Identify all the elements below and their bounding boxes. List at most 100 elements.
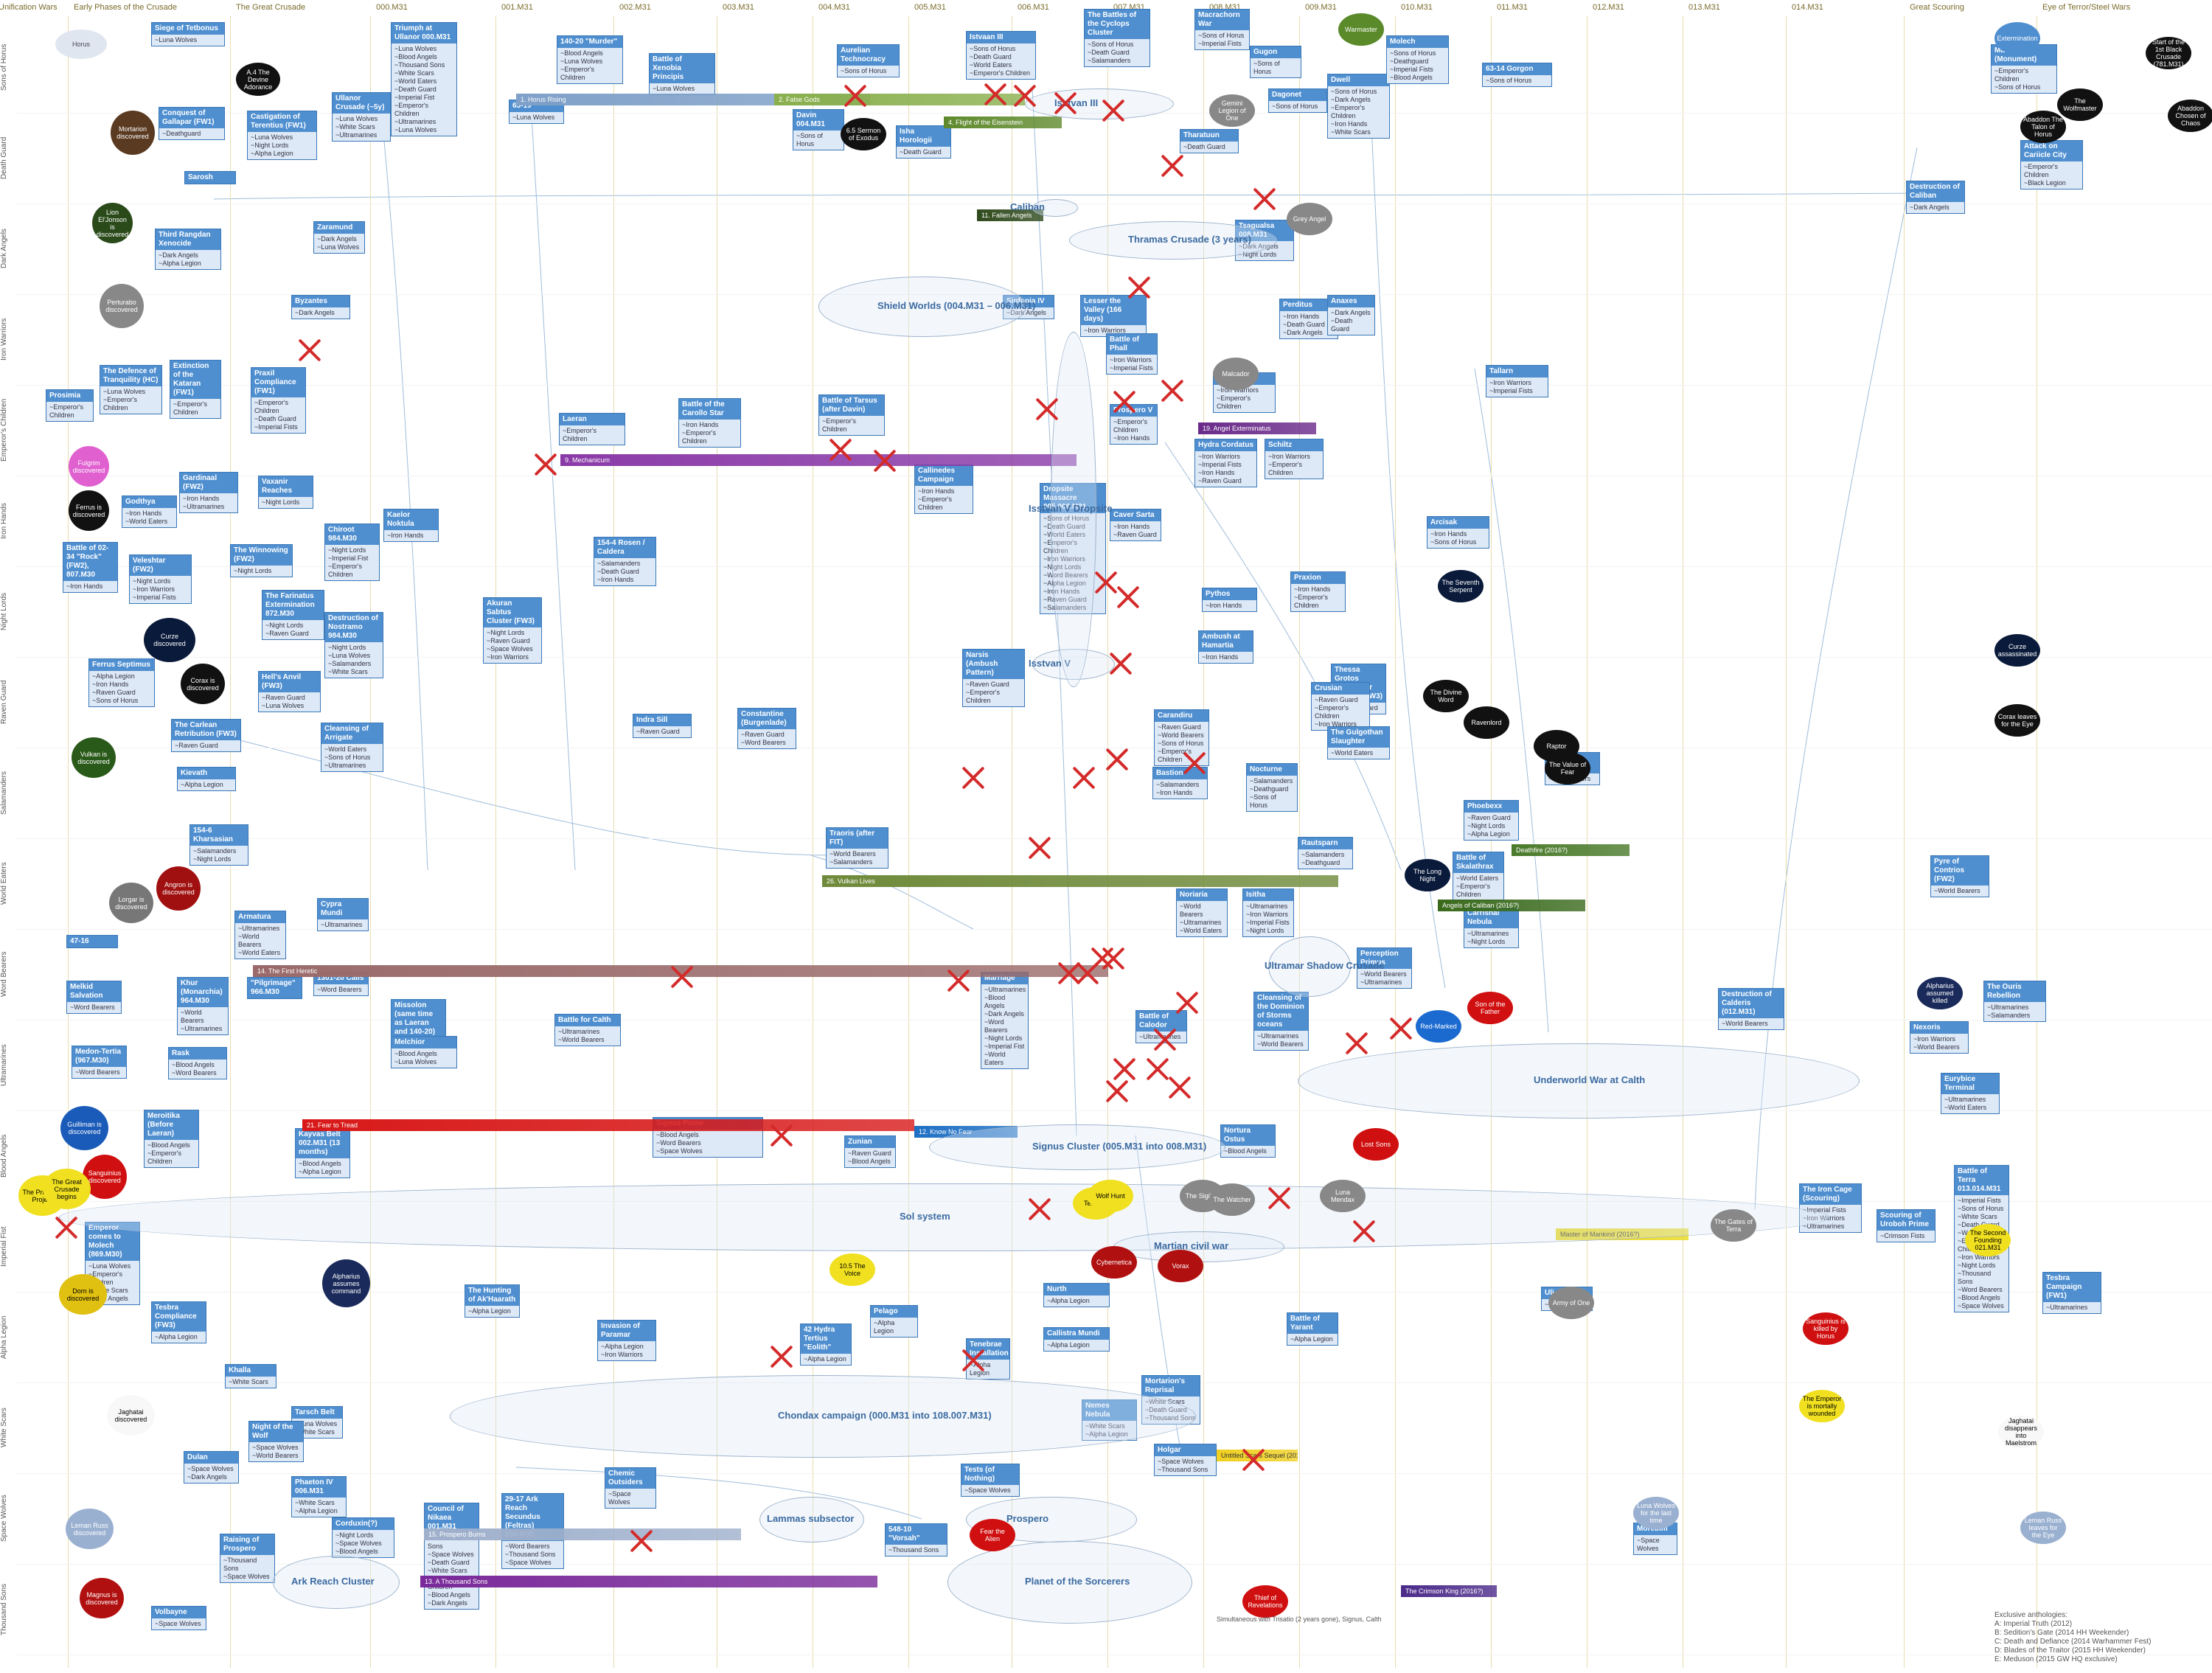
event-box-the-farinatus-extermination-872-m30[interactable]: The Farinatus Extermination 872.M30~Nigh… — [262, 590, 324, 640]
event-box-kaelor-noktula[interactable]: Kaelor Noktula~Iron Hands — [383, 509, 439, 542]
event-box-byzantes[interactable]: Byzantes~Dark Angels — [291, 295, 350, 319]
event-box-armatura[interactable]: Armatura~Ultramarines ~World Bearers ~Wo… — [234, 911, 286, 959]
event-box-caver-sarta[interactable]: Caver Sarta~Iron Hands ~Raven Guard — [1110, 509, 1161, 541]
event-box-nurth[interactable]: Nurth~Alpha Legion — [1043, 1283, 1110, 1307]
event-box-cypra-mundi[interactable]: Cypra Mundi~Ultramarines — [317, 898, 369, 931]
event-box-triumph-at-ullanor-000-m31[interactable]: Triumph at Ullanor 000.M31~Luna Wolves ~… — [391, 22, 457, 136]
event-box-volbayne[interactable]: Volbayne~Space Wolves — [151, 1606, 206, 1630]
event-box-castigation-of-terentius-fw1[interactable]: Castigation of Terentius (FW1)~Luna Wolv… — [247, 111, 317, 160]
event-box-indra-sill[interactable]: Indra Sill~Raven Guard — [633, 714, 692, 738]
event-box-gardinaal-fw2[interactable]: Gardinaal (FW2)~Iron Hands ~Ultramarines — [179, 472, 238, 513]
event-box-tesbra-campaign-fw1[interactable]: Tesbra Campaign (FW1)~Ultramarines — [2042, 1272, 2101, 1314]
event-box-khur-monarchia-964-m30[interactable]: Khur (Monarchia) 964.M30~World Bearers ~… — [177, 977, 229, 1035]
event-box-tesbra-compliance-fw3[interactable]: Tesbra Compliance (FW3)~Alpha Legion — [151, 1301, 206, 1343]
event-box-battle-of-phall[interactable]: Battle of Phall~Iron Warriors ~Imperial … — [1106, 333, 1158, 375]
event-box-perception-primus[interactable]: Perception Primus~World Bearers ~Ultrama… — [1357, 947, 1412, 989]
event-box-council-of-nikaea-001-m31[interactable]: Council of Nikaea 001.M31~Thousand Sons … — [424, 1503, 479, 1610]
event-box-corduxin[interactable]: Corduxin(?)~Night Lords ~Space Wolves ~B… — [332, 1517, 394, 1558]
event-box-isha-horologii[interactable]: Isha Horologii~Death Guard — [896, 125, 951, 159]
event-box-tests-of-nothing[interactable]: Tests (of Nothing)~Space Wolves — [961, 1464, 1020, 1497]
event-box-melchior[interactable]: Melchior~Blood Angels ~Luna Wolves — [391, 1036, 457, 1068]
event-box-battle-of-xenobia-principis[interactable]: Battle of Xenobia Principis~Luna Wolves — [649, 53, 715, 95]
event-box-kievath[interactable]: Kievath~Alpha Legion — [177, 767, 236, 791]
event-box-cleansing-of-arrigate[interactable]: Cleansing of Arrigate~World Eaters ~Sons… — [321, 723, 383, 772]
event-box-anaxes[interactable]: Anaxes~Dark Angels ~Death Guard — [1327, 295, 1375, 335]
event-box-praxion[interactable]: Praxion~Iron Hands ~Emperor's Children — [1290, 571, 1346, 612]
event-box-medon-tertia-967-m30[interactable]: Medon-Tertia (967.M30)~Word Bearers — [72, 1046, 127, 1079]
event-box-tharatuun[interactable]: Tharatuun~Death Guard — [1180, 129, 1239, 153]
event-box-sarosh[interactable]: Sarosh — [184, 171, 236, 184]
event-box-pilgrimage-966-m30[interactable]: "Pilgrimage" 966.M30 — [247, 977, 302, 999]
event-box-prosimia[interactable]: Prosimia~Emperor's Children — [46, 389, 94, 422]
event-box-nexoris[interactable]: Nexoris~Iron Warriors ~World Bearers — [1910, 1021, 1969, 1054]
event-box-meroitika-before-laeran[interactable]: Meroitika (Before Laeran)~Blood Angels ~… — [144, 1110, 199, 1168]
event-box-the-gulgothan-slaughter[interactable]: The Gulgothan Slaughter~World Eaters — [1327, 726, 1390, 759]
event-box-night-of-the-wolf[interactable]: Night of the Wolf~Space Wolves ~World Be… — [248, 1421, 304, 1462]
event-box-chiroot-984-m30[interactable]: Chiroot 984.M30~Night Lords ~Imperial Fi… — [324, 524, 380, 581]
event-box-istvaan-iii[interactable]: Istvaan III~Sons of Horus ~Death Guard ~… — [966, 31, 1036, 80]
event-box-molech[interactable]: Molech~Sons of Horus ~Deathguard ~Imperi… — [1386, 35, 1449, 84]
event-box-marriage[interactable]: Marriage~Ultramarines ~Blood Angels ~Dar… — [981, 972, 1029, 1069]
event-box-battle-of-skalathrax[interactable]: Battle of Skalathrax~World Eaters ~Emper… — [1453, 852, 1504, 901]
event-box-raising-of-prospero[interactable]: Raising of Prospero~Thousand Sons ~Space… — [220, 1534, 275, 1583]
event-box-hell-s-anvil-fw3[interactable]: Hell's Anvil (FW3)~Raven Guard ~Luna Wol… — [258, 671, 321, 712]
event-box-chemic-outsiders[interactable]: Chemic Outsiders~Space Wolves — [605, 1467, 656, 1509]
event-box-noriaria[interactable]: Noriaria~World Bearers ~Ultramarines ~Wo… — [1176, 888, 1228, 937]
event-box-melkid-salvation[interactable]: Melkid Salvation~Word Bearers — [66, 981, 122, 1014]
event-box-constantine-burgenlade[interactable]: Constantine (Burgenlade)~Raven Guard ~Wo… — [737, 708, 796, 749]
event-box-zaramund[interactable]: Zaramund~Dark Angels ~Luna Wolves — [313, 221, 365, 254]
event-box-cleansing-of-the-dominion-of-storms-ocea[interactable]: Cleansing of the Dominion of Storms ocea… — [1253, 992, 1309, 1051]
event-box-arcisak[interactable]: Arcisak~Iron Hands ~Sons of Horus — [1427, 516, 1489, 549]
event-box-battle-for-calth[interactable]: Battle for Calth~Ultramarines ~World Bea… — [554, 1014, 621, 1046]
event-box-zunian[interactable]: Zunian~Raven Guard ~Blood Angels — [844, 1135, 896, 1168]
event-box-63-14-gorgon[interactable]: 63-14 Gorgon~Sons of Horus — [1482, 63, 1552, 87]
event-box-nortura-ostus[interactable]: Nortura Ostus~Blood Angels — [1220, 1124, 1276, 1158]
event-box-khalla[interactable]: Khalla~White Scars — [225, 1364, 276, 1388]
event-box-154-6-kharsasian[interactable]: 154-6 Kharsasian~Salamanders ~Night Lord… — [189, 824, 248, 866]
event-box-eurybice-terminal[interactable]: Eurybice Terminal~Ultramarines ~World Ea… — [1941, 1073, 2000, 1114]
event-box-carrisnal-nebula[interactable]: Carrisnal Nebula~Ultramarines ~Night Lor… — [1464, 907, 1519, 948]
event-box-tallarn[interactable]: Tallarn~Iron Warriors ~Imperial Fists — [1486, 365, 1548, 397]
event-box-destruction-of-calderis-012-m31[interactable]: Destruction of Calderis (012.M31)~World … — [1718, 988, 1784, 1030]
event-box-extinction-of-the-kataran-fw1[interactable]: Extinction of the Kataran (FW1)~Emperor'… — [170, 360, 221, 419]
event-box-battle-of-02-34-rock-fw2-807-m30[interactable]: Battle of 02-34 "Rock" (FW2), 807.M30~Ir… — [63, 542, 118, 593]
event-box-destruction-of-caliban[interactable]: Destruction of Caliban~Dark Angels — [1906, 181, 1965, 214]
event-box-the-ouris-rebellion[interactable]: The Ouris Rebellion~Ultramarines ~Salama… — [1983, 981, 2046, 1022]
event-box-narsis-ambush-pattern[interactable]: Narsis (Ambush Pattern)~Raven Guard ~Emp… — [962, 649, 1025, 707]
event-box-hydra-cordatus[interactable]: Hydra Cordatus~Iron Warriors ~Imperial F… — [1194, 439, 1257, 487]
event-box-47-16[interactable]: 47-16 — [66, 935, 118, 948]
event-box-dagonet[interactable]: Dagonet~Sons of Horus — [1268, 88, 1327, 113]
event-box-rask[interactable]: Rask~Blood Angels ~Word Bearers — [168, 1047, 227, 1079]
event-box-gugon[interactable]: Gugon~Sons of Horus — [1250, 46, 1301, 78]
event-box-nocturne[interactable]: Nocturne~Salamanders ~Deathguard ~Sons o… — [1246, 763, 1298, 812]
event-box-pelago[interactable]: Pelago~Alpha Legion — [870, 1305, 918, 1338]
event-box-the-hunting-of-ak-haarath[interactable]: The Hunting of Ak'Haarath~Alpha Legion — [465, 1284, 520, 1318]
event-box-the-iron-cage-scouring[interactable]: The Iron Cage (Scouring)~Imperial Fists … — [1799, 1183, 1862, 1233]
event-box-the-winnowing-fw2[interactable]: The Winnowing (FW2)~Night Lords — [230, 544, 293, 577]
event-box-140-20-murder[interactable]: 140-20 "Murder"~Blood Angels ~Luna Wolve… — [557, 35, 623, 84]
event-box-the-battles-of-the-cyclops-cluster[interactable]: The Battles of the Cyclops Cluster~Sons … — [1084, 9, 1150, 67]
event-box-kayvas-belt-002-m31-13-months[interactable]: Kayvas Belt 002.M31 (13 months)~Blood An… — [295, 1128, 350, 1178]
event-box-154-4-rosen-caldera[interactable]: 154-4 Rosen / Caldera~Salamanders ~Death… — [594, 537, 656, 586]
event-box-davin-004-m31[interactable]: Davin 004.M31~Sons of Horus — [793, 109, 844, 150]
event-box-ferrus-septimus[interactable]: Ferrus Septimus~Alpha Legion ~Iron Hands… — [88, 658, 155, 707]
event-box-veleshtar-fw2[interactable]: Veleshtar (FW2)~Night Lords ~Iron Warrio… — [129, 554, 192, 604]
event-box-schiltz[interactable]: Schiltz~Iron Warriors ~Emperor's Childre… — [1265, 439, 1324, 479]
event-box-macrachorn-war[interactable]: Macrachorn War~Sons of Horus ~Imperial F… — [1194, 9, 1250, 50]
event-box-siege-of-tetbonus[interactable]: Siege of Tetbonus~Luna Wolves — [151, 22, 225, 46]
event-box-ullanor-crusade-5y[interactable]: Ullanor Crusade (~5y)~Luna Wolves ~White… — [332, 92, 391, 142]
event-box-callistra-mundi[interactable]: Callistra Mundi~Alpha Legion — [1043, 1327, 1110, 1352]
event-box-rautsparn[interactable]: Rautsparn~Salamanders ~Deathguard — [1298, 837, 1353, 869]
event-box-phaeton-iv-006-m31[interactable]: Phaeton IV 006.M31~White Scars ~Alpha Le… — [291, 1476, 347, 1517]
event-box-third-rangdan-xenocide[interactable]: Third Rangdan Xenocide~Dark Angels ~Alph… — [155, 229, 221, 270]
event-box-laeran[interactable]: Laeran~Emperor's Children — [559, 413, 625, 445]
event-box-vaxanir-reaches[interactable]: Vaxanir Reaches~Night Lords — [258, 476, 313, 509]
event-box-aurelian-technocracy[interactable]: Aurelian Technocracy~Sons of Horus — [837, 44, 900, 77]
event-box-pythos[interactable]: Pythos~Iron Hands — [1202, 588, 1257, 612]
event-box-invasion-of-paramar[interactable]: Invasion of Paramar~Alpha Legion ~Iron W… — [597, 1320, 656, 1361]
event-box-ambush-at-hamartia[interactable]: Ambush at Hamartia~Iron Hands — [1198, 630, 1253, 664]
event-box-phoebexx[interactable]: Phoebexx~Raven Guard ~Night Lords ~Alpha… — [1464, 800, 1519, 841]
event-box-548-10-vorsah[interactable]: 548-10 "Vorsah"~Thousand Sons — [885, 1523, 947, 1557]
event-box-pyre-of-contrios-fw2[interactable]: Pyre of Contrios (FW2)~World Bearers — [1930, 855, 1989, 897]
event-box-battle-of-tarsus-after-davin[interactable]: Battle of Tarsus (after Davin)~Emperor's… — [818, 394, 885, 436]
